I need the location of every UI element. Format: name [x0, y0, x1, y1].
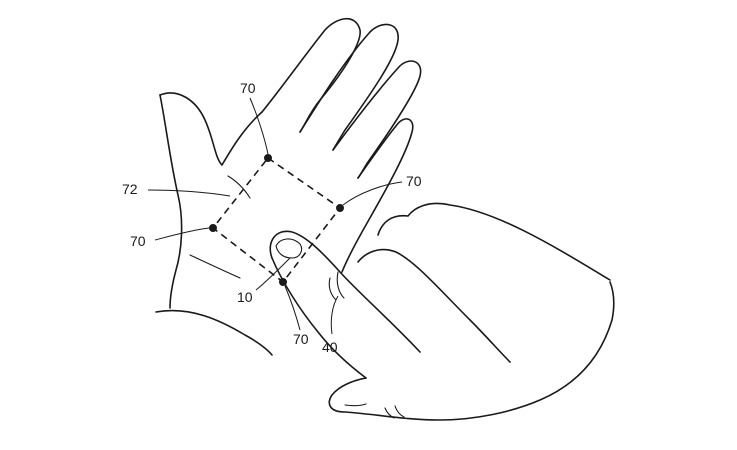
ref-70-bottom: 70	[293, 331, 309, 347]
right-hand-outline	[269, 202, 615, 421]
ref-10: 10	[237, 289, 253, 305]
ref-70-left: 70	[130, 233, 146, 249]
sensing-region-outline	[211, 156, 342, 284]
leader-70-right	[342, 181, 403, 206]
leader-70-bottom	[284, 285, 301, 331]
leader-70-top	[249, 97, 269, 155]
ref-70-right: 70	[406, 173, 422, 189]
electrode-bottom	[279, 278, 287, 286]
leader-40	[330, 295, 339, 335]
left-hand-outline	[155, 17, 422, 356]
leader-70-left	[154, 227, 210, 241]
leader-72	[147, 189, 231, 197]
ref-40: 40	[322, 339, 338, 355]
electrode-top	[264, 154, 272, 162]
ref-70-top: 70	[240, 80, 256, 96]
electrode-left	[209, 224, 217, 232]
leader-10	[255, 257, 291, 291]
ref-72: 72	[122, 181, 138, 197]
electrode-right	[336, 204, 344, 212]
